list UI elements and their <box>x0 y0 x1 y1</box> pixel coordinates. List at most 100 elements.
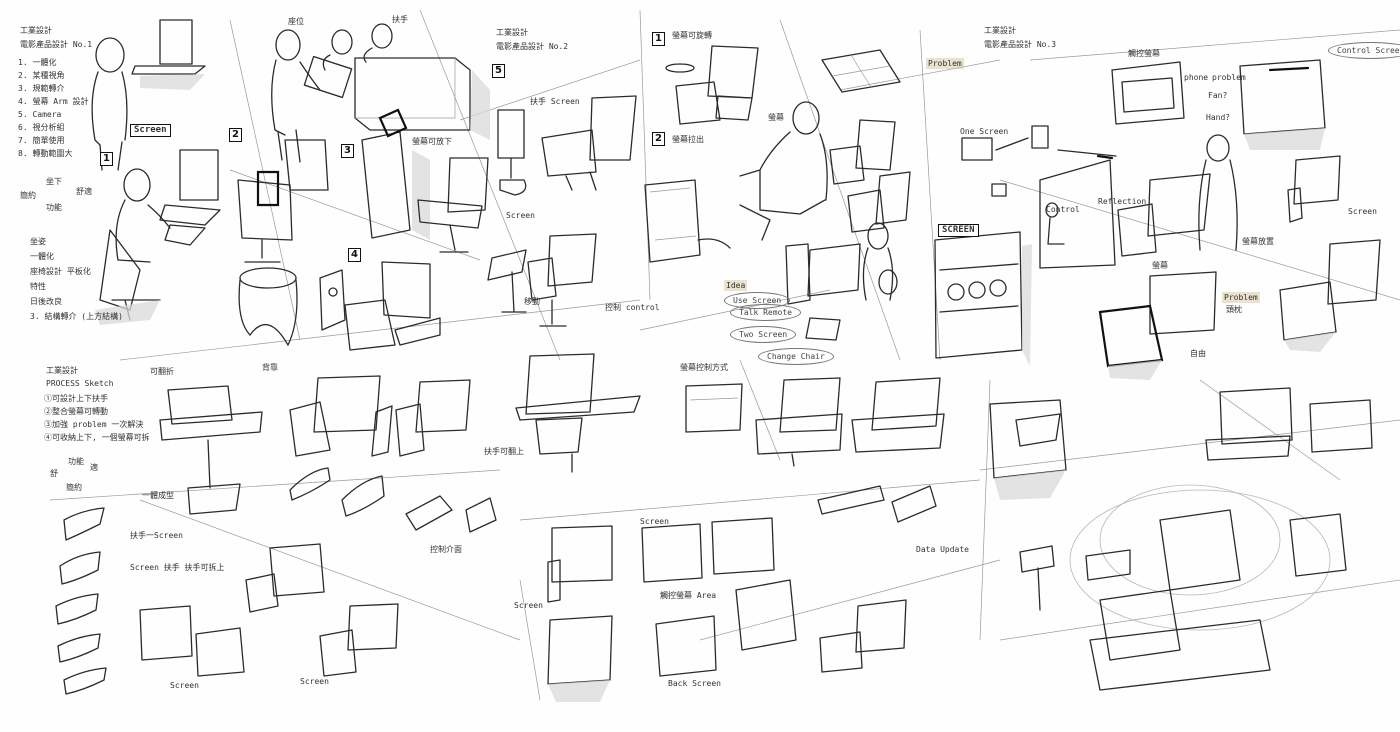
label-screen-c-2: Screen <box>514 601 543 610</box>
chair-lower-9 <box>1205 387 1293 461</box>
label-screen-rotate: 螢幕可旋轉 <box>672 31 712 40</box>
list-item: 5. Camera <box>18 110 62 119</box>
small-screen-sketch-lower <box>1085 549 1131 581</box>
figure-standing-4 <box>862 222 898 301</box>
notes-list-4: ①可設計上下扶手 ②整合螢幕可轉動 ③加強 problem 一次解決 ④可收納上… <box>44 392 150 444</box>
label-armrest: 扶手 <box>392 15 408 24</box>
list-item: 座椅設計 平板化 <box>30 267 91 276</box>
wall-screen-sketch-1 <box>131 19 206 90</box>
list-item: 3. 結構轉介 (上方結構) <box>30 312 123 321</box>
list-item: 4. 螢幕 Arm 設計 <box>18 97 89 106</box>
label-screen-fold: 螢幕可放下 <box>412 137 452 146</box>
label-reflection: Reflection <box>1098 197 1147 206</box>
axis-label-right: 舒適 <box>76 187 92 196</box>
axis-label-bottom: 簡約 <box>66 483 82 492</box>
axis-label-top: 坐下 <box>46 177 62 186</box>
chair-sketch-4c <box>847 171 911 233</box>
window-frame-sketch <box>821 49 901 93</box>
screen-big-label: SCREEN <box>938 224 979 237</box>
signpost-sketch <box>1019 545 1055 611</box>
chair-lower-5 <box>685 383 743 433</box>
chair-sketch-5d <box>1287 155 1341 223</box>
label-head: 頭枕 <box>1226 305 1242 314</box>
display-stand-sketch <box>644 179 731 263</box>
label-screen-bottom: Screen <box>170 681 199 690</box>
list-item: ①可設計上下扶手 <box>44 394 108 403</box>
figure-holding-screen <box>271 29 353 163</box>
reflection-diagram <box>1039 149 1117 269</box>
label-back-screen: Back Screen <box>668 679 721 688</box>
tag-problem: Problem <box>926 58 964 69</box>
screen-diagram <box>961 125 1049 197</box>
label-seat: 座位 <box>288 17 304 26</box>
list-item: ③加強 problem 一次解決 <box>44 420 144 429</box>
chair-sketch-4a <box>665 45 759 125</box>
list-item: 1. 一體化 <box>18 58 57 67</box>
list-item: 坐姿 <box>30 237 46 246</box>
label-problem-r: problem <box>1212 73 1246 82</box>
chair-lower-4 <box>515 353 641 473</box>
note-subtitle: 電影產品設計 No.2 <box>496 42 569 51</box>
chair-lower-7 <box>851 377 945 453</box>
axis-label-bottom: 功能 <box>46 203 62 212</box>
label-screen-arm-2: Screen 扶手 扶手可拆上 <box>130 563 225 572</box>
perspective-guides <box>49 9 1400 701</box>
index-number: 2 <box>652 132 665 146</box>
bubble-change-chair: Change Chair <box>758 348 834 365</box>
list-item: 3. 規範轉介 <box>18 84 65 93</box>
label-free: 自由 <box>1190 349 1206 358</box>
index-number: 4 <box>348 248 361 262</box>
notes-block-4: 工業設計 PROCESS Sketch <box>46 364 113 390</box>
bubble-two-screen: Two Screen <box>730 326 797 343</box>
axis-label-left: 舒 <box>50 469 58 478</box>
chair-sketch-5c <box>1117 173 1211 257</box>
chair-sketch-4b <box>829 119 896 185</box>
armchair-sketch-2c <box>319 261 441 351</box>
note-subtitle: PROCESS Sketch <box>46 379 114 388</box>
label-screen-ctrl: 螢幕控制方式 <box>680 363 728 372</box>
label-screen-side: Screen <box>506 211 535 220</box>
chair-bottom-2 <box>319 603 399 677</box>
tag-idea: Idea <box>724 280 748 291</box>
label-arm-screen: 扶手 Screen <box>530 97 580 106</box>
big-screen-panel <box>934 231 1032 366</box>
screen-label-box: Screen <box>130 124 171 137</box>
note-title: 工業設計 <box>984 26 1016 35</box>
notes-block-2: 工業設計 電影產品設計 No.2 <box>496 26 568 54</box>
note-title: 工業設計 <box>20 26 52 35</box>
chair-bottom-3 <box>139 605 245 677</box>
chair-bottom-1 <box>245 543 325 613</box>
side-panel-sequence <box>55 507 107 695</box>
chair-sketch-2b <box>417 157 489 253</box>
label-recline: 扶手可翻上 <box>484 447 524 456</box>
figure-standing-1 <box>91 37 128 171</box>
label-control-bottom: 控制介面 <box>430 545 462 554</box>
label-one-screen: One Screen <box>960 127 1009 136</box>
chair-lower-1 <box>159 385 263 515</box>
notes-block-1b: 坐姿 一體化 座椅設計 平板化 特性 日後改良 3. 結構轉介 (上方結構) <box>30 234 123 324</box>
chair-sketch-5f <box>1279 239 1381 352</box>
list-item: 8. 轉動範圍大 <box>18 149 73 158</box>
note-title: 工業設計 <box>46 366 78 375</box>
index-number: 3 <box>341 144 354 158</box>
chair-sketch-3b <box>527 233 597 327</box>
chair-bottom-6 <box>641 517 775 583</box>
list-item: 日後改良 <box>30 297 62 306</box>
label-touch-area: 觸控螢幕 Area <box>660 591 717 600</box>
podium-stand-sketch <box>487 249 527 313</box>
axis-label-top: 功能 <box>68 457 84 466</box>
axis-label-left: 簡約 <box>20 191 36 200</box>
label-phone: phone <box>1184 73 1209 82</box>
index-number: 2 <box>229 128 242 142</box>
bubble-control-screen: Control Screen <box>1328 42 1400 59</box>
index-number: 1 <box>100 152 113 166</box>
bubble-talk-remote: Talk Remote <box>730 304 801 321</box>
orbit-chair-sketch <box>1069 484 1347 691</box>
label-screen-r: Screen <box>1348 207 1377 216</box>
label-screen-pull: 螢幕拉出 <box>672 135 704 144</box>
label-screen-c: Screen <box>640 517 669 526</box>
figures-background <box>322 23 393 71</box>
trash-bin-sketch <box>238 267 298 346</box>
